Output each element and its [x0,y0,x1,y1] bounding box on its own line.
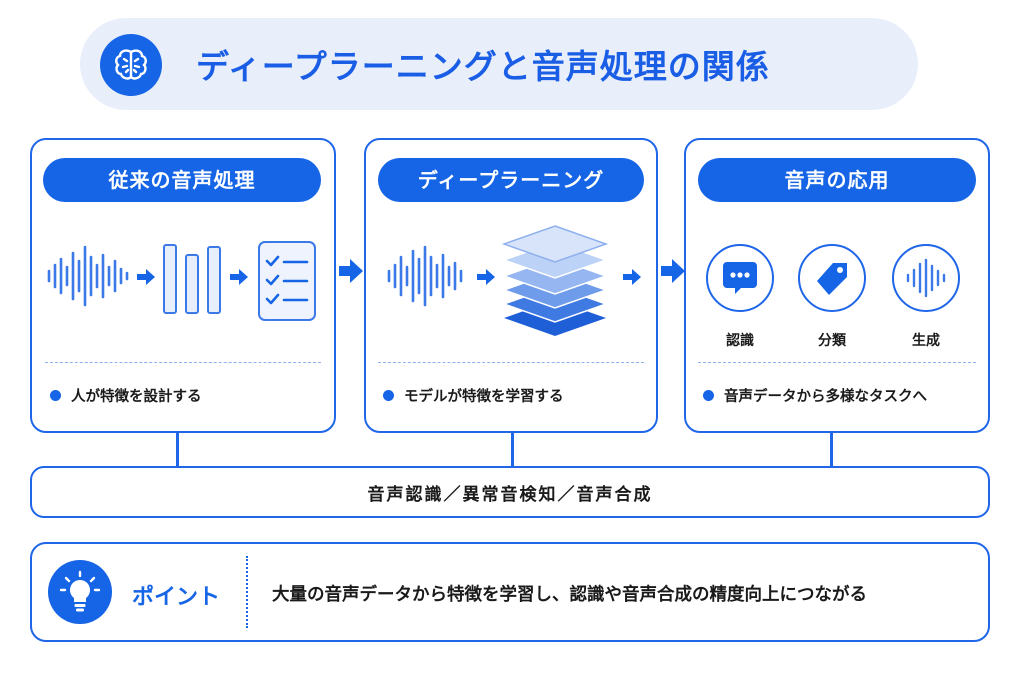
app-generation [892,244,960,312]
title-banner [80,18,918,110]
brain-icon [100,34,162,96]
bullet-text: 音声データから多様なタスクへ [724,389,927,405]
tag-icon [817,263,847,295]
panel-heading-applications: 音声の応用 [698,158,976,202]
arrow-right-icon [339,259,363,283]
arrow-right-icon [230,269,248,285]
bullet-dot [383,390,394,401]
bullet-text: 人が特徴を設計する [71,389,202,405]
point-label: ポイント [132,585,221,610]
lightbulb-icon [48,560,112,624]
sound-wave-icon [387,245,463,307]
app-classification [798,244,866,312]
app-label-classification: 分類 [818,333,846,349]
arrow-right-icon [137,269,155,285]
point-box [30,542,990,642]
bullet-text: モデルが特徴を学習する [404,389,564,405]
neural-layers-icon [501,225,609,336]
panel-heading-deep-learning: ディープラーニング [378,158,644,202]
divider [698,362,976,363]
arrow-right-icon [477,269,495,285]
checklist-icon [258,241,316,321]
connector-line [176,433,179,467]
bullet-item: モデルが特徴を学習する [383,385,564,406]
bullet-item: 人が特徴を設計する [50,385,202,406]
arrow-right-icon [661,259,685,283]
sound-wave-icon [906,258,946,298]
connector-line [511,433,514,467]
arrow-right-icon [623,269,641,285]
bullet-dot [703,390,714,401]
use-cases-bar: 音声認識／異常音検知／音声合成 [30,466,990,518]
chat-bubble-icon [723,262,757,294]
point-divider [246,556,248,628]
app-label-generation: 生成 [912,333,940,349]
app-label-recognition: 認識 [726,333,754,349]
feature-bars-icon [163,244,221,314]
divider [45,362,321,363]
point-text: 大量の音声データから特徴を学習し、認識や音声合成の精度向上につながる [272,585,867,605]
divider [378,362,644,363]
sound-wave-icon [47,245,129,307]
bullet-dot [50,390,61,401]
connector-line [830,433,833,467]
use-cases-text: 音声認識／異常音検知／音声合成 [367,484,653,505]
panel-heading-traditional: 従来の音声処理 [43,158,321,202]
app-recognition [706,244,774,312]
bullet-item: 音声データから多様なタスクへ [703,385,927,406]
page-title: ディープラーニングと音声処理の関係 [196,47,770,86]
